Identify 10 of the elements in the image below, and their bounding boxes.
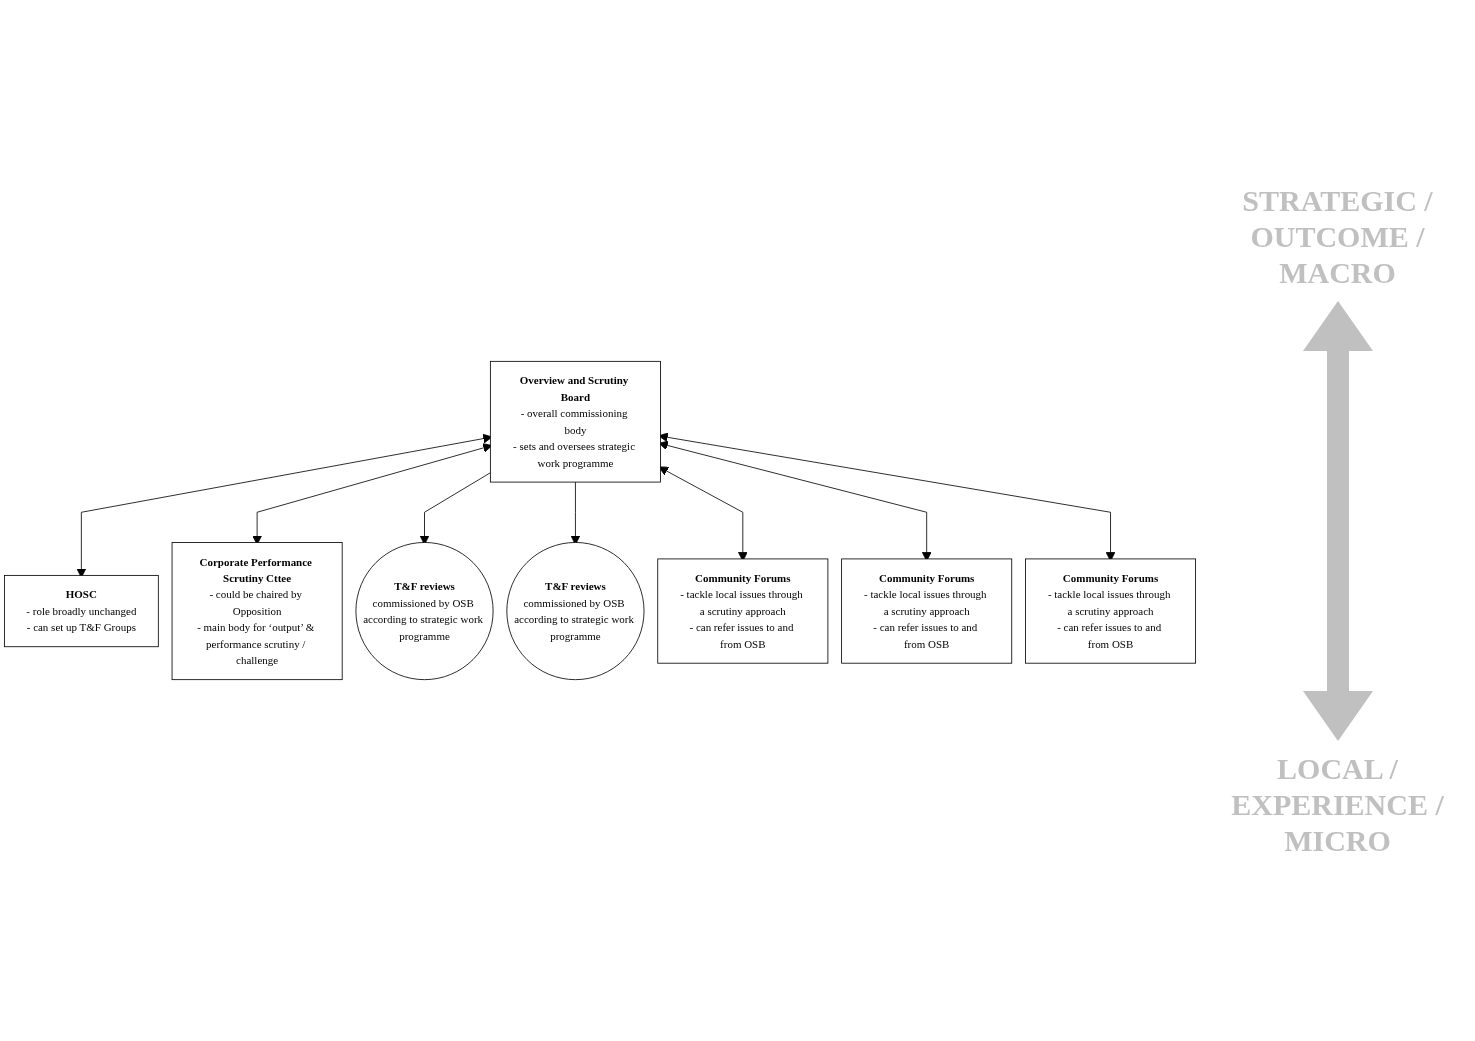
node-circle: T&F reviews commissioned by OSB according to strategic work programme	[506, 542, 645, 681]
node-box: Corporate Performance Scrutiny Cttee - could be chaired by Opposition - main body for ‘output’ & performance scrutiny / challenge	[171, 542, 343, 681]
scale-label: STRATEGIC / OUTCOME / MACRO	[1241, 182, 1434, 291]
node-box: Community Forums - tackle local issues through a scrutiny approach - can refer issues to and from OSB	[657, 558, 829, 664]
node-box: HOSC - role broadly unchanged - can set up T&F Groups	[3, 574, 159, 648]
node-circle: T&F reviews commissioned by OSB according to strategic work programme	[355, 542, 494, 681]
node-box: Community Forums - tackle local issues through a scrutiny approach - can refer issues to and from OSB	[1025, 558, 1196, 664]
scale-label: LOCAL / EXPERIENCE / MICRO	[1230, 750, 1445, 859]
node-box: Community Forums - tackle local issues through a scrutiny approach - can refer issues to and from OSB	[841, 558, 1013, 664]
node-box: Overview and Scrutiny Board - overall commissioning body - sets and oversees strategic work programme	[489, 360, 661, 483]
